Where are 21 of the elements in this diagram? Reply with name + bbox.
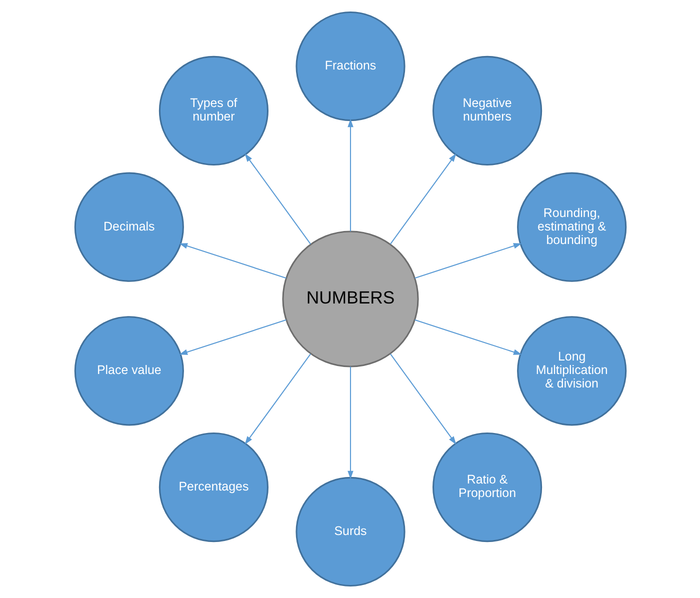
arrow bbox=[414, 319, 522, 355]
arrow bbox=[347, 366, 353, 480]
node-circle: Fractions bbox=[295, 12, 405, 122]
node-circle: Decimals bbox=[74, 172, 184, 282]
node-circle: Place value bbox=[74, 316, 184, 426]
arrow bbox=[390, 153, 456, 244]
node-circle: Types of number bbox=[158, 56, 268, 166]
arrow bbox=[178, 319, 286, 355]
node-circle: Percentages bbox=[158, 432, 268, 542]
node-circle: Ratio & Proportion bbox=[432, 432, 542, 542]
node-circle: NUMBERS bbox=[282, 230, 418, 368]
arrow bbox=[244, 354, 310, 445]
node-circle: Rounding, estimating & bounding bbox=[516, 172, 626, 282]
arrow bbox=[414, 243, 522, 279]
node-circle: Surds bbox=[295, 476, 405, 586]
arrow bbox=[390, 354, 456, 445]
arrow bbox=[347, 118, 353, 232]
node-circle: Long Multiplication & division bbox=[516, 316, 626, 426]
arrow bbox=[178, 243, 286, 279]
arrow bbox=[244, 153, 310, 244]
node-circle: Negative numbers bbox=[432, 56, 542, 166]
